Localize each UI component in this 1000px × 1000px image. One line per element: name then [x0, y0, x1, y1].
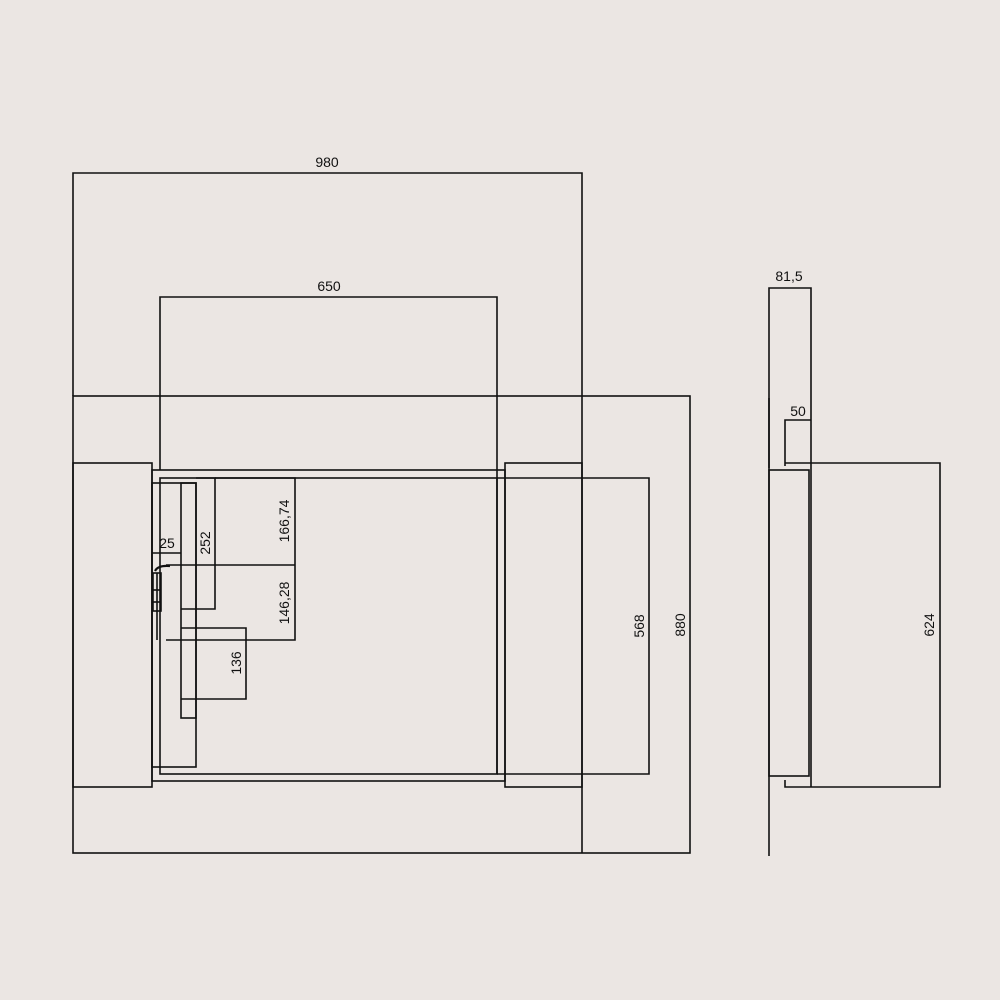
hinge-strip — [151, 482, 197, 768]
dim-624-bracket — [811, 462, 941, 788]
handle-bar — [180, 482, 197, 719]
dim-overall-width: 980 — [315, 154, 339, 170]
dim-depth: 81,5 — [775, 268, 802, 284]
dim-136-bracket — [181, 627, 247, 700]
bottom-lip — [784, 780, 811, 788]
dim-50-bracket — [784, 419, 811, 466]
left-panel — [72, 462, 153, 788]
dim-door-height: 624 — [921, 613, 937, 637]
outer-frame — [72, 395, 691, 854]
right-panel — [504, 462, 583, 788]
door-frame — [151, 469, 506, 782]
dim-166-bracket — [166, 477, 296, 641]
dim-81-5-bracket — [768, 287, 812, 787]
dim-252-bracket — [181, 477, 216, 610]
dim-opening-width: 650 — [317, 278, 341, 294]
handle-lever — [152, 564, 171, 640]
dim-lever-offset: 25 — [159, 535, 175, 551]
dim-overall-height: 880 — [672, 613, 688, 637]
door-leaf — [159, 477, 498, 775]
side-view: 81,5 50 624 — [768, 268, 941, 856]
dim-upper-segment: 166,74 — [276, 499, 292, 542]
door-body — [768, 469, 810, 777]
dim-opening-height: 568 — [631, 614, 647, 638]
front-view: 980 650 25 252 166,74 146,28 136 568 880 — [72, 154, 691, 854]
dim-568-bracket — [497, 477, 650, 775]
dim-frame-depth: 50 — [790, 403, 806, 419]
dim-lower-segment: 146,28 — [276, 581, 292, 624]
dim-bottom-segment: 136 — [228, 651, 244, 675]
dim-lever-height: 252 — [197, 531, 213, 555]
